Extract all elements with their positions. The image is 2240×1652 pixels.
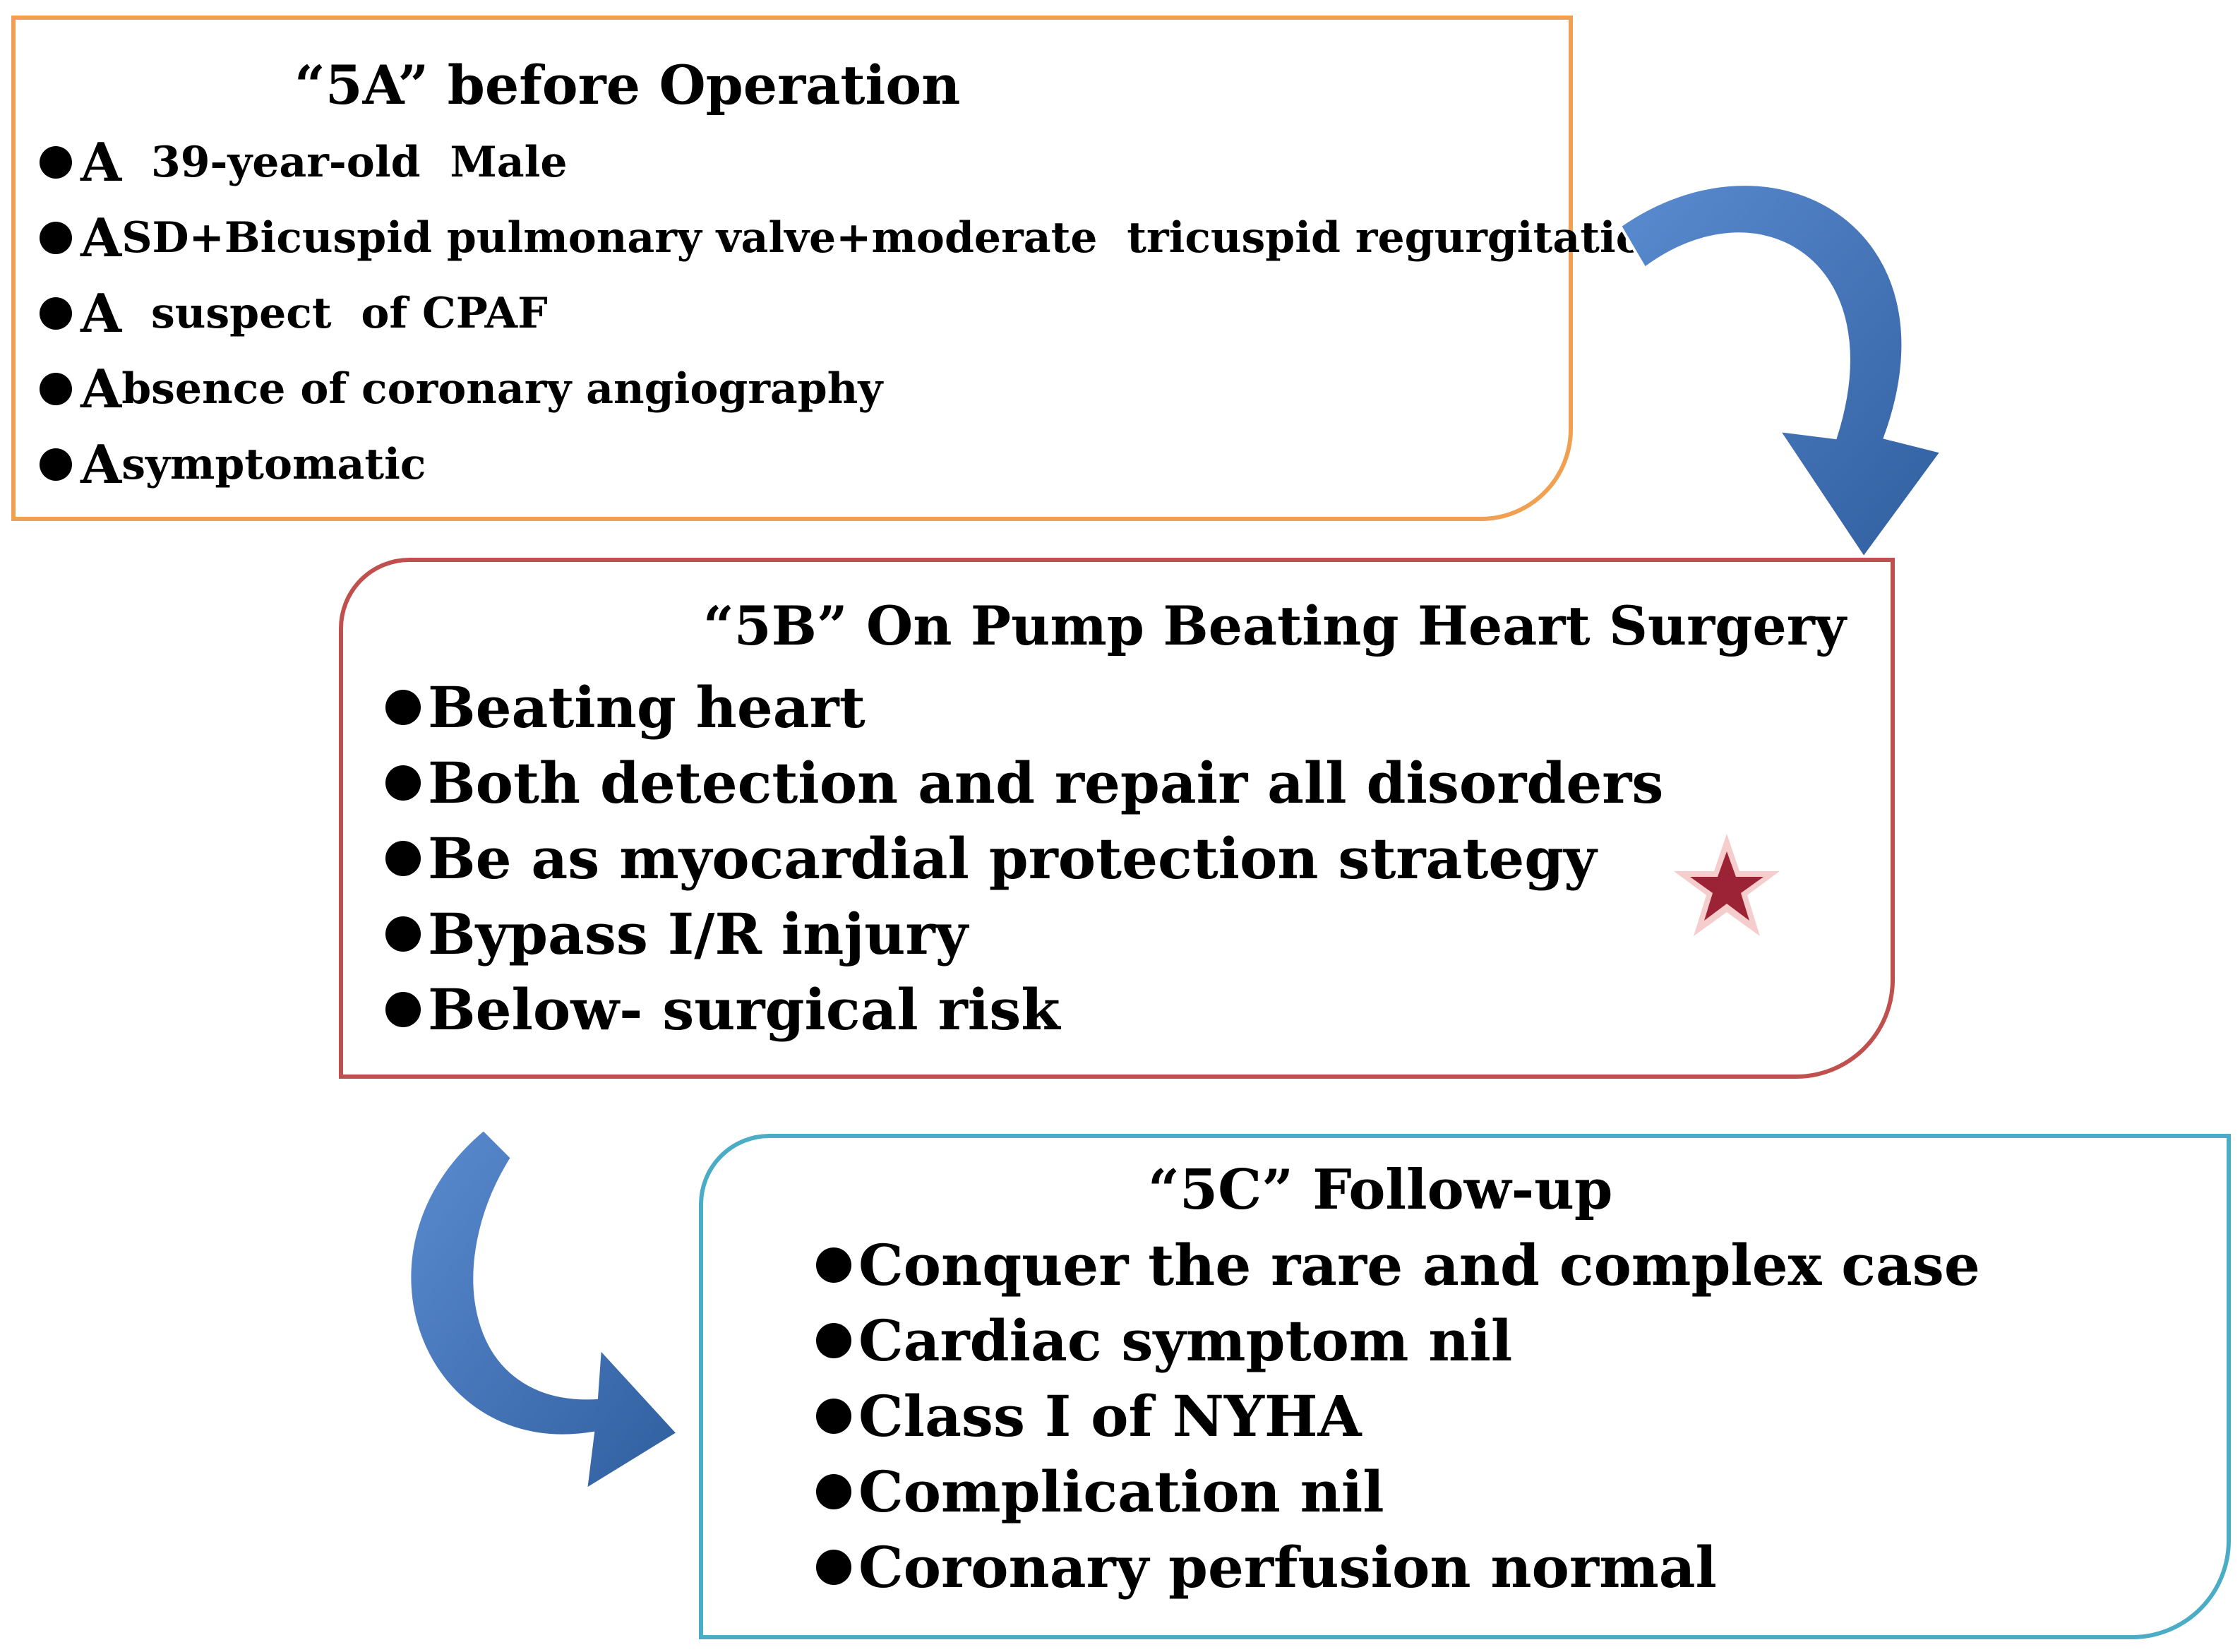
list-item: A SD+Bicuspid pulmonary valve+moderate t… — [40, 200, 1675, 275]
list-item: Complication nil — [816, 1454, 1980, 1529]
bullet-icon — [385, 991, 421, 1027]
item-initial: A — [80, 282, 122, 345]
list-item: Coronary perfusion normal — [816, 1529, 1980, 1605]
item-initial: A — [80, 206, 122, 269]
item-text: Class I of NYHA — [858, 1382, 1362, 1449]
item-text: SD+Bicuspid pulmonary valve+moderate tri… — [121, 213, 1675, 263]
bullet-icon — [385, 916, 421, 952]
bullet-icon — [385, 840, 421, 876]
box-5c-follow-up: “5C” Follow-up Conquer the rare and comp… — [699, 1134, 2231, 1639]
box-5a-list: A 39-year-old Male A SD+Bicuspid pulmona… — [40, 124, 1675, 502]
box-5c-list: Conquer the rare and complex case Cardia… — [816, 1227, 1980, 1605]
item-text: Conquer the rare and complex case — [858, 1231, 1980, 1298]
bullet-icon — [816, 1247, 851, 1283]
list-item: Be as myocardial protection strategy — [385, 820, 1663, 896]
box-5a-heading: “5A” before Operation — [294, 54, 961, 116]
list-item: A suspect of CPAF — [40, 275, 1675, 351]
item-text: Both detection and repair all disorders — [428, 749, 1664, 816]
item-text: suspect of CPAF — [121, 288, 548, 338]
bullet-icon — [40, 145, 72, 179]
curved-arrow-icon — [408, 1127, 681, 1492]
list-item: Cardiac symptom nil — [816, 1303, 1980, 1378]
item-text: bsence of coronary angiography — [121, 364, 883, 414]
box-5b-surgery: “5B” On Pump Beating Heart Surgery Beati… — [339, 558, 1895, 1079]
item-text: Complication nil — [858, 1458, 1384, 1525]
bullet-icon — [385, 689, 421, 725]
curved-arrow-icon — [1618, 183, 1944, 561]
bullet-icon — [40, 448, 72, 481]
item-text: Be as myocardial protection strategy — [428, 825, 1597, 892]
list-item: Beating heart — [385, 669, 1663, 745]
bullet-icon — [40, 372, 72, 405]
bullet-icon — [816, 1322, 851, 1358]
item-text: 39-year-old Male — [121, 137, 568, 187]
list-item: Conquer the rare and complex case — [816, 1227, 1980, 1303]
item-text: Below- surgical risk — [428, 976, 1060, 1043]
item-initial: A — [80, 433, 122, 496]
bullet-icon — [816, 1549, 851, 1585]
box-5a-before-operation: “5A” before Operation A 39-year-old Male… — [11, 16, 1675, 521]
bullet-icon — [40, 297, 72, 330]
box-5b-heading: “5B” On Pump Beating Heart Surgery — [703, 594, 1846, 657]
item-text: Coronary perfusion normal — [858, 1533, 1717, 1600]
bullet-icon — [40, 221, 72, 254]
list-item: A symptomatic — [40, 426, 1675, 502]
box-5b-list: Beating heart Both detection and repair … — [385, 669, 1663, 1047]
item-text: Cardiac symptom nil — [858, 1307, 1513, 1374]
item-text: Bypass I/R injury — [428, 900, 969, 967]
box-5c-heading: “5C” Follow-up — [1148, 1158, 1613, 1222]
list-item: Both detection and repair all disorders — [385, 745, 1663, 820]
bullet-icon — [816, 1398, 851, 1434]
bullet-icon — [385, 765, 421, 801]
list-item: Class I of NYHA — [816, 1378, 1980, 1454]
item-text: symptomatic — [121, 439, 426, 489]
item-initial: A — [80, 357, 122, 420]
list-item: Bypass I/R injury — [385, 896, 1663, 971]
list-item: A 39-year-old Male — [40, 124, 1675, 200]
bullet-icon — [816, 1473, 851, 1509]
list-item: Below- surgical risk — [385, 971, 1663, 1047]
list-item: A bsence of coronary angiography — [40, 351, 1675, 426]
item-text: Beating heart — [428, 674, 866, 741]
item-initial: A — [80, 131, 122, 193]
star-icon — [1674, 834, 1780, 936]
